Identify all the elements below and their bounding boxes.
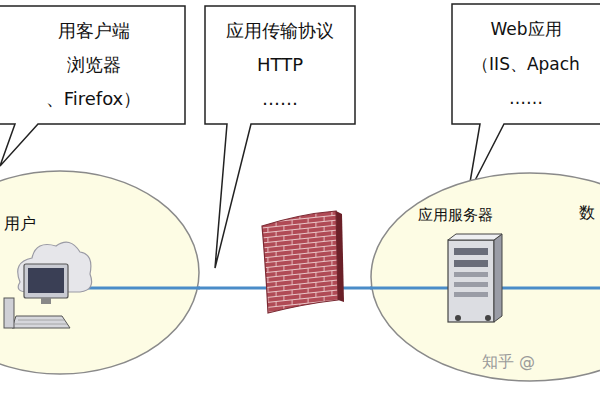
zone-label: 应用服务器 xyxy=(418,206,493,224)
callout-bubble: 用客户端浏览器、Firefox） xyxy=(0,6,185,124)
bubble-path xyxy=(0,6,185,166)
callout-text-column: 用客户端浏览器、Firefox） xyxy=(0,6,185,124)
network-cable xyxy=(370,287,448,290)
zone-outline xyxy=(370,172,600,382)
zone-label: 用户 xyxy=(4,214,36,233)
zone-ellipse xyxy=(0,171,199,374)
callout-text-column: 应用传输协议 HTTP …… xyxy=(205,6,355,124)
zone-ellipse xyxy=(371,173,600,381)
callout-text: Web应用 xyxy=(490,19,561,39)
callout-text: HTTP xyxy=(257,54,303,76)
callout-text: （IIS、Apach xyxy=(472,54,580,74)
callout-text: …… xyxy=(509,88,543,108)
bubble-path xyxy=(205,6,355,268)
bubble-path xyxy=(452,4,600,194)
callout-text: 应用传输协议 xyxy=(226,20,334,42)
callout-bubble: Web应用 （IIS、Apach …… xyxy=(452,4,600,124)
network-cable xyxy=(502,287,600,290)
callout-text: 浏览器 xyxy=(67,54,121,76)
user-zone: 用户 xyxy=(0,170,200,375)
watermark: 知乎 @ xyxy=(482,352,535,371)
callout-text: …… xyxy=(262,88,298,110)
cropped-label: 数 xyxy=(579,203,595,222)
server-zone: 应用服务器 xyxy=(370,172,600,382)
device-icon xyxy=(4,242,92,328)
callout-text: 、Firefox） xyxy=(46,88,142,110)
device-icon xyxy=(448,234,502,322)
callout-text: 用客户端 xyxy=(58,20,130,42)
network-cable xyxy=(78,287,200,290)
zone-outline xyxy=(0,170,200,375)
callout-text-column: Web应用 （IIS、Apach …… xyxy=(452,4,600,124)
callout-bubble: 应用传输协议 HTTP …… xyxy=(205,6,355,124)
